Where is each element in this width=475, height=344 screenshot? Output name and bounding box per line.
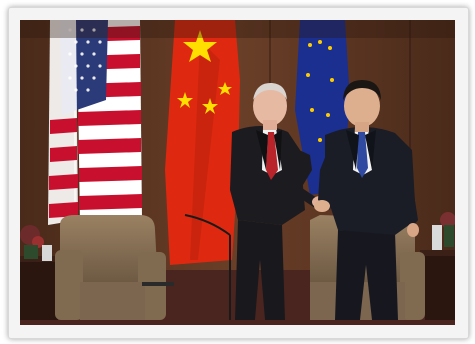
microphone: [184, 214, 231, 320]
us-flag: [48, 20, 142, 260]
left-person: [230, 82, 328, 320]
right-side-table: [420, 212, 455, 320]
left-side-table: [20, 225, 60, 320]
right-person: [314, 80, 419, 320]
photo-scene: [20, 20, 455, 325]
left-armchair: [55, 215, 174, 320]
china-flag: [165, 20, 240, 265]
top-shadow: [20, 20, 455, 38]
photo: [20, 20, 455, 325]
